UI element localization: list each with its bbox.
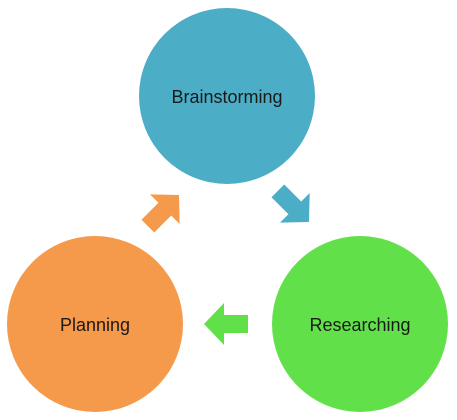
arrow-planning-to-brainstorming [141,194,180,233]
node-researching: Researching [272,236,448,412]
node-planning-label: Planning [60,315,130,335]
node-brainstorming-label: Brainstorming [171,87,282,107]
node-planning-circle [7,236,183,412]
arrow-brainstorming-to-researching [271,184,310,223]
node-researching-circle [272,236,448,412]
arrow-researching-to-planning [204,303,248,345]
node-researching-label: Researching [309,315,410,335]
node-brainstorming: Brainstorming [139,8,315,184]
node-brainstorming-circle [139,8,315,184]
node-planning: Planning [7,236,183,412]
